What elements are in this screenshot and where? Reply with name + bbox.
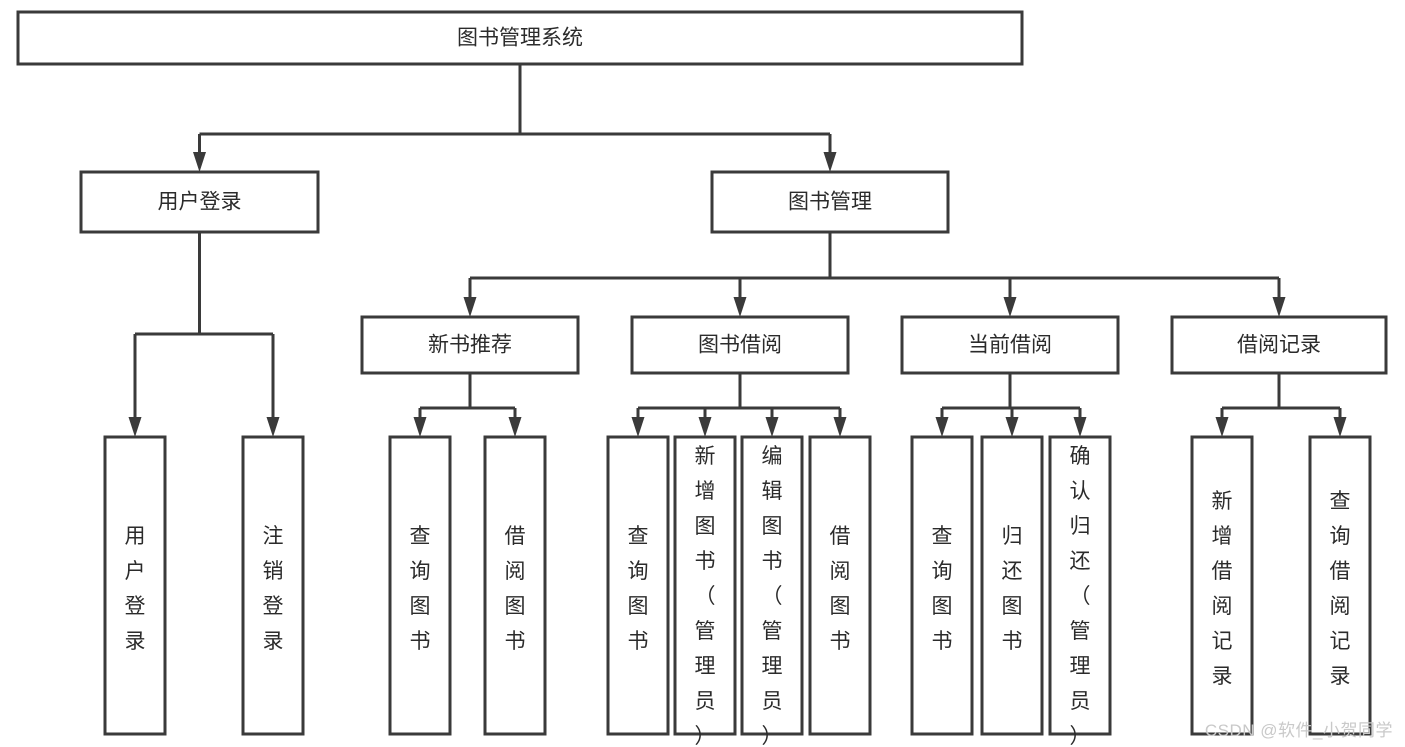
node-borrow-record[interactable]: 借阅记录	[1170, 315, 1388, 375]
node-rect	[910, 435, 974, 736]
leaf-logout[interactable]: 注销登录	[241, 435, 305, 736]
connector-layer	[128, 64, 1347, 437]
node-rect	[1048, 435, 1112, 736]
leaf-add-book-admin[interactable]: 新增图书（管理员）	[673, 435, 737, 747]
node-new-book-recommend[interactable]: 新书推荐	[360, 315, 580, 375]
arrow-head	[128, 417, 142, 437]
node-rect	[360, 315, 580, 375]
node-label: 图书管理系统	[457, 27, 583, 50]
leaf-borrow-book[interactable]: 借阅图书	[808, 435, 872, 736]
node-rect	[388, 435, 452, 736]
node-label: 图书借阅	[698, 334, 782, 357]
node-rect	[900, 315, 1120, 375]
arrow-head	[1003, 297, 1017, 317]
node-rect	[980, 435, 1044, 736]
arrow-head	[733, 297, 747, 317]
arrow-head	[1215, 417, 1229, 437]
node-label: 借阅图书	[830, 525, 851, 653]
leaf-query-book-recommend[interactable]: 查询图书	[388, 435, 452, 736]
arrow-head	[1073, 417, 1087, 437]
node-label: 用户登录	[125, 525, 146, 653]
leaf-borrow-book-recommend[interactable]: 借阅图书	[483, 435, 547, 736]
node-label: 借阅图书	[505, 525, 526, 653]
leaf-query-book-current[interactable]: 查询图书	[910, 435, 974, 736]
arrow-head	[1272, 297, 1286, 317]
arrow-head	[631, 417, 645, 437]
arrow-head	[765, 417, 779, 437]
node-book-management[interactable]: 图书管理	[710, 170, 950, 234]
arrow-head	[833, 417, 847, 437]
arrow-head	[823, 152, 837, 172]
leaf-add-borrow-record[interactable]: 新增借阅记录	[1190, 435, 1254, 736]
node-rect	[630, 315, 850, 375]
arrow-head	[1005, 417, 1019, 437]
node-label: 归还图书	[1002, 525, 1023, 653]
leaf-confirm-return-admin[interactable]: 确认归还（管理员）	[1048, 435, 1112, 747]
node-rect	[241, 435, 305, 736]
arrow-head	[698, 417, 712, 437]
arrow-head	[463, 297, 477, 317]
arrow-head	[193, 152, 206, 172]
node-label: 查询图书	[932, 525, 953, 653]
node-rect	[808, 435, 872, 736]
node-label: 新书推荐	[428, 334, 512, 357]
node-label: 查询图书	[628, 525, 649, 653]
leaf-query-book-borrow[interactable]: 查询图书	[606, 435, 670, 736]
node-rect	[673, 435, 737, 736]
arrow-head	[1333, 417, 1347, 437]
node-label: 新增图书（管理员）	[695, 445, 716, 747]
node-book-borrow[interactable]: 图书借阅	[630, 315, 850, 375]
node-label: 查询图书	[410, 525, 431, 653]
leaf-edit-book-admin[interactable]: 编辑图书（管理员）	[740, 435, 804, 747]
leaf-user-login[interactable]: 用户登录	[103, 435, 167, 736]
arrow-head	[266, 417, 280, 437]
node-rect	[483, 435, 547, 736]
node-rect	[103, 435, 167, 736]
leaf-return-book[interactable]: 归还图书	[980, 435, 1044, 736]
node-label: 新增借阅记录	[1212, 490, 1233, 688]
node-rect	[710, 170, 950, 234]
node-label: 编辑图书（管理员）	[762, 445, 783, 747]
node-label: 当前借阅	[968, 334, 1052, 357]
node-rect	[16, 10, 1024, 66]
node-rect	[740, 435, 804, 736]
node-user-login[interactable]: 用户登录	[79, 170, 320, 234]
arrow-head	[508, 417, 522, 437]
node-label: 借阅记录	[1237, 334, 1321, 357]
node-layer: 图书管理系统用户登录图书管理新书推荐图书借阅当前借阅借阅记录用户登录注销登录查询…	[16, 10, 1388, 747]
node-rect	[1190, 435, 1254, 736]
node-label: 注销登录	[263, 525, 284, 653]
node-rect	[79, 170, 320, 234]
node-label: 图书管理	[788, 191, 872, 214]
node-book-management-system[interactable]: 图书管理系统	[16, 10, 1024, 66]
arrow-head	[413, 417, 427, 437]
node-rect	[606, 435, 670, 736]
node-rect	[1308, 435, 1372, 736]
node-label: 查询借阅记录	[1330, 490, 1351, 688]
leaf-query-borrow-record[interactable]: 查询借阅记录	[1308, 435, 1372, 736]
node-label: 确认归还（管理员）	[1070, 445, 1091, 747]
node-rect	[1170, 315, 1388, 375]
node-label: 用户登录	[158, 191, 242, 214]
node-current-borrow[interactable]: 当前借阅	[900, 315, 1120, 375]
arrow-head	[935, 417, 949, 437]
